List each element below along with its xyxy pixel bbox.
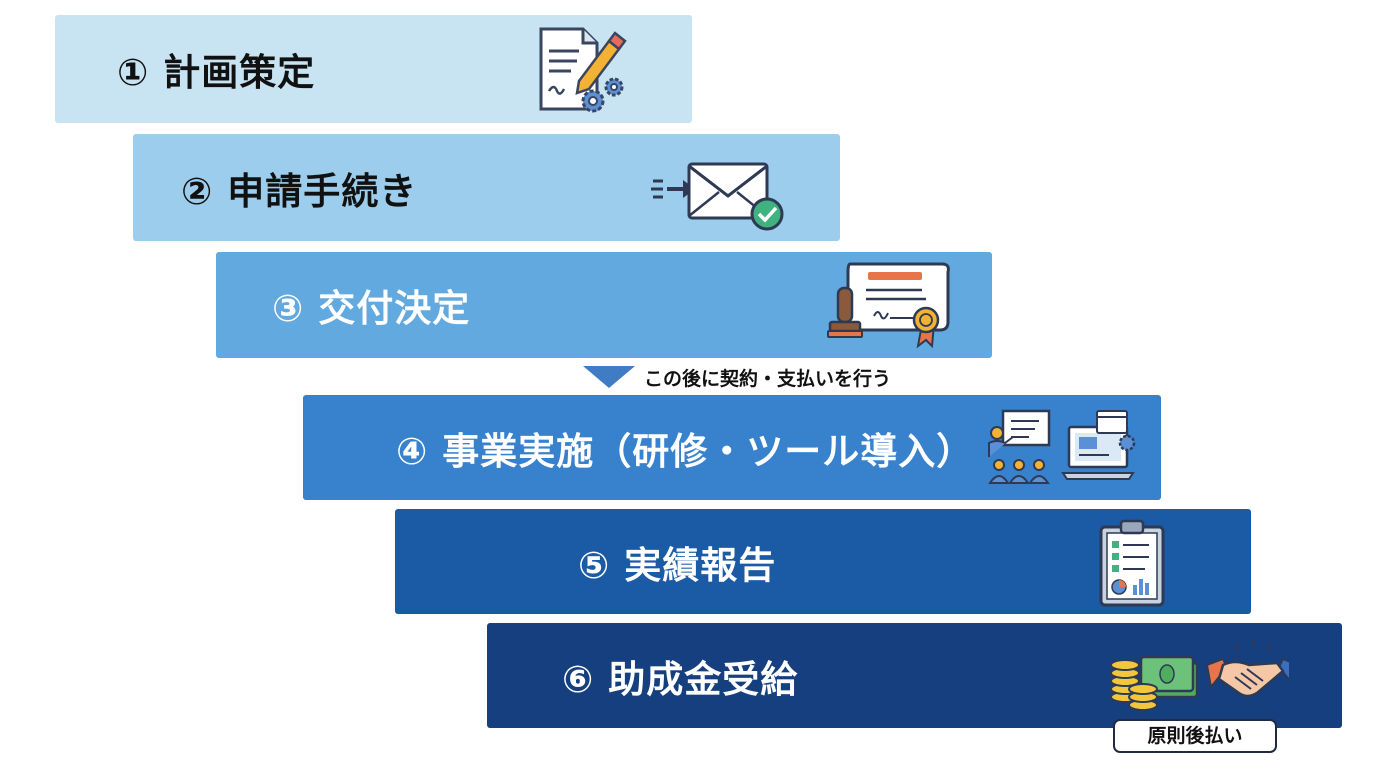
step-2-label: ② 申請手続き <box>181 169 418 213</box>
down-arrow-icon <box>583 366 635 388</box>
envelope-check-icon <box>651 162 784 231</box>
step-2-application: ② 申請手続き <box>133 134 840 241</box>
step-4-label: ④ 事業実施（研修・ツール導入） <box>396 429 975 473</box>
step-6-grant-receipt: ⑥ 助成金受給 <box>487 623 1342 728</box>
step-5-label: ⑤ 実績報告 <box>578 543 777 587</box>
money-handshake-icon <box>1110 639 1289 711</box>
clipboard-report-icon <box>1099 519 1165 607</box>
step-3-label: ③ 交付決定 <box>272 287 471 330</box>
step-6-label: ⑥ 助成金受給 <box>562 657 799 701</box>
postpayment-badge: 原則後払い <box>1113 719 1277 753</box>
step-1-plan: ① 計画策定 <box>55 15 692 123</box>
certificate-stamp-icon <box>827 262 950 349</box>
training-laptop-icon <box>988 409 1136 484</box>
step-4-implementation: ④ 事業実施（研修・ツール導入） <box>303 395 1161 500</box>
contract-payment-note: この後に契約・支払いを行う <box>644 368 892 390</box>
step-1-label: ① 計画策定 <box>117 51 316 94</box>
step-3-grant-decision: ③ 交付決定 <box>216 252 992 358</box>
document-pencil-gear-icon <box>539 27 627 113</box>
step-5-report: ⑤ 実績報告 <box>395 509 1251 614</box>
